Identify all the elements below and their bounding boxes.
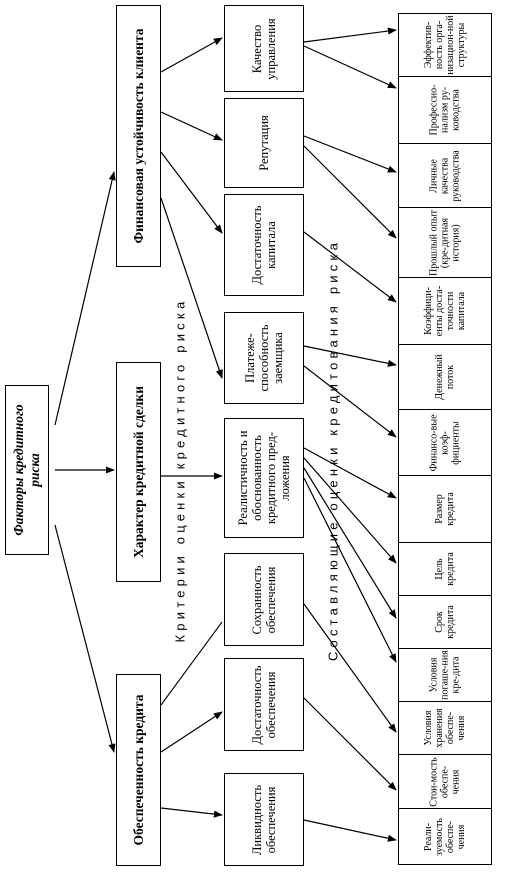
criterion-capital-adequacy: Достаточность капитала <box>224 194 304 296</box>
connector-arrow <box>303 819 397 842</box>
component-cell: Коэффици-енты доста-точности капитала <box>398 278 492 345</box>
component-cell: Эффектив-ность орга-низацион-ной структу… <box>398 13 492 77</box>
root-box: Факторы кредитного риска <box>5 385 49 555</box>
component-cell: Финансо-вые коэф-фициенты <box>398 410 492 476</box>
criterion-collateral-adequacy: Достаточность обеспечения <box>224 658 304 751</box>
criterion-solvency: Платеже-способность заемщика <box>224 312 304 404</box>
connector-arrow <box>160 111 223 141</box>
connector-arrow <box>303 477 397 663</box>
connector-line <box>160 621 223 706</box>
component-cell: Условия погаше-ния кре-дита <box>398 649 492 702</box>
criterion-label: Ликвидность обеспечения <box>250 784 278 855</box>
factor-loan-security-label: Обеспеченность кредита <box>130 694 146 846</box>
criterion-reputation: Репутация <box>224 98 304 188</box>
connector-arrow <box>160 807 223 818</box>
criterion-label: Платеже-способность заемщика <box>243 324 285 392</box>
factor-financial-stability: Финансовая устойчивость клиента <box>116 5 161 267</box>
criterion-label: Сохранность обеспечения <box>250 565 278 634</box>
components-side-label: Составляющие оценки кредитования риска <box>325 238 341 662</box>
connector-arrow <box>160 197 223 379</box>
connector-arrow <box>303 345 397 367</box>
connector-arrow <box>303 45 397 89</box>
criterion-management-quality: Качество управления <box>224 5 304 92</box>
connector-arrow <box>303 467 397 619</box>
connector-arrow <box>303 27 397 43</box>
connector-arrow <box>303 135 397 173</box>
factor-loan-security: Обеспеченность кредита <box>116 674 161 866</box>
factor-deal-character: Характер кредитной сделки <box>116 362 161 582</box>
connector-arrow <box>303 457 397 564</box>
component-cell: Стои-мость обеспе-чения <box>398 755 492 809</box>
factor-financial-stability-label: Финансовая устойчивость клиента <box>130 28 146 244</box>
criterion-label: Качество управления <box>250 17 278 80</box>
criterion-collateral-liquidity: Ликвидность обеспечения <box>224 773 304 866</box>
criterion-label: Достаточность капитала <box>250 205 278 285</box>
criterion-label: Достаточность обеспечения <box>250 665 278 744</box>
factor-deal-character-label: Характер кредитной сделки <box>130 386 146 559</box>
connector-arrow <box>54 524 116 753</box>
component-cell: Профессио-нализм ру-ководства <box>398 77 492 144</box>
criterion-label: Реалистичность и обоснованность кредитно… <box>236 430 292 526</box>
connector-arrow <box>160 151 223 234</box>
connector-arrow <box>303 365 397 438</box>
connector-arrow <box>303 697 397 791</box>
connector-arrow <box>303 145 397 239</box>
root-label: Факторы кредитного риска <box>11 404 42 536</box>
criteria-side-label: Критерии оценки кредитного риска <box>172 297 188 643</box>
connector-arrow <box>303 231 397 303</box>
component-cell: Личные качества руководства <box>398 144 492 208</box>
criterion-collateral-safety: Сохранность обеспечения <box>224 553 304 646</box>
component-cell: Цель кредита <box>398 543 492 596</box>
component-cell: Прошлый опыт (кре-дитная история) <box>398 208 492 278</box>
criterion-label: Репутация <box>257 115 271 171</box>
connector-arrow <box>303 447 397 499</box>
criterion-proposal-realism: Реалистичность и обоснованность кредитно… <box>224 418 304 538</box>
connector-arrow <box>160 711 223 753</box>
connector-arrow <box>54 171 116 426</box>
component-cell: Условия хранения обеспе-чения <box>398 702 492 755</box>
connector-arrow <box>160 37 223 73</box>
connector-arrow <box>303 603 397 733</box>
component-cell: Срок кредита <box>398 596 492 649</box>
component-cell: Денежный поток <box>398 345 492 410</box>
components-column <box>398 13 492 865</box>
component-cell: Размер кредита <box>398 476 492 543</box>
component-cell: Реали-зуемость обеспе-чения <box>423 818 467 856</box>
